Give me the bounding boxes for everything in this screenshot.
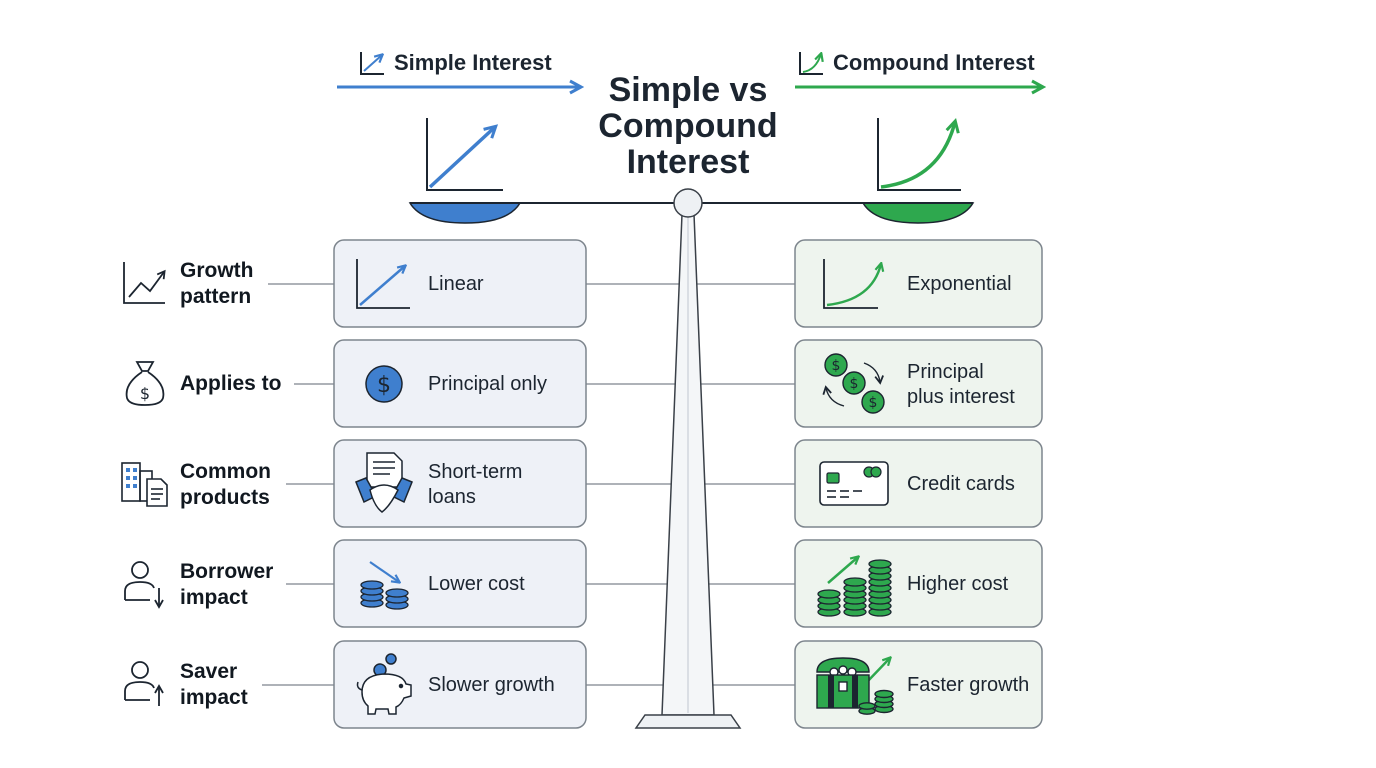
linear-chart-icon: [356, 259, 410, 309]
growth-chart-icon: [123, 262, 166, 304]
svg-text:$: $: [869, 395, 878, 411]
treasure-chest-icon: [816, 658, 894, 715]
user-down-icon: [124, 561, 164, 609]
simple-card-borrower: Lower cost: [428, 573, 525, 595]
simple-interest-header: Simple Interest: [394, 50, 552, 75]
compound-card-borrower: Higher cost: [907, 573, 1009, 595]
compound-interest-header: Compound Interest: [833, 50, 1035, 75]
simple-big-chart-icon: [426, 118, 503, 191]
compound-card-growth: Exponential: [907, 273, 1012, 295]
simple-card-products: Short-term loans: [428, 461, 523, 508]
compound-card-applies: Principal plus interest: [907, 361, 1015, 408]
svg-text:$: $: [832, 358, 841, 374]
simple-card-saver: Slower growth: [428, 674, 555, 696]
scale-pillar: [634, 188, 742, 729]
row-label-borrower-impact: Borrower impact: [180, 560, 274, 609]
simple-card-applies: Principal only: [428, 373, 547, 395]
compound-scale-pan: [861, 202, 975, 224]
user-up-icon: [124, 661, 164, 706]
row-label-growth-pattern: Growth pattern: [180, 259, 254, 308]
simple-card-growth: Linear: [428, 273, 484, 295]
compound-card-saver: Faster growth: [907, 674, 1030, 696]
simple-header-chart-icon: [360, 52, 384, 75]
svg-text:$: $: [140, 384, 150, 403]
row-label-applies-to: Applies to: [180, 372, 282, 395]
dollar-coin-icon: $: [365, 365, 403, 403]
simple-scale-pan: [408, 202, 522, 224]
buildings-document-icon: [121, 462, 168, 507]
svg-text:$: $: [850, 376, 859, 392]
credit-card-icon: [819, 461, 889, 506]
contract-handshake-icon: [355, 452, 413, 513]
svg-text:$: $: [377, 373, 391, 398]
piggy-bank-icon: [356, 653, 412, 715]
cycling-coins-icon: $ $ $: [822, 353, 885, 414]
row-label-common-products: Common products: [180, 460, 271, 509]
exponential-chart-icon: [823, 259, 881, 309]
compound-header-chart-icon: [799, 52, 823, 75]
money-bag-icon: $: [125, 361, 165, 406]
row-label-saver-impact: Saver impact: [180, 660, 248, 709]
compound-card-products: Credit cards: [907, 473, 1015, 495]
page-title: Simple vs Compound Interest: [598, 71, 778, 181]
coins-down-icon: [360, 561, 409, 610]
compound-big-chart-icon: [877, 118, 961, 191]
coin-stacks-up-icon: [817, 557, 892, 617]
